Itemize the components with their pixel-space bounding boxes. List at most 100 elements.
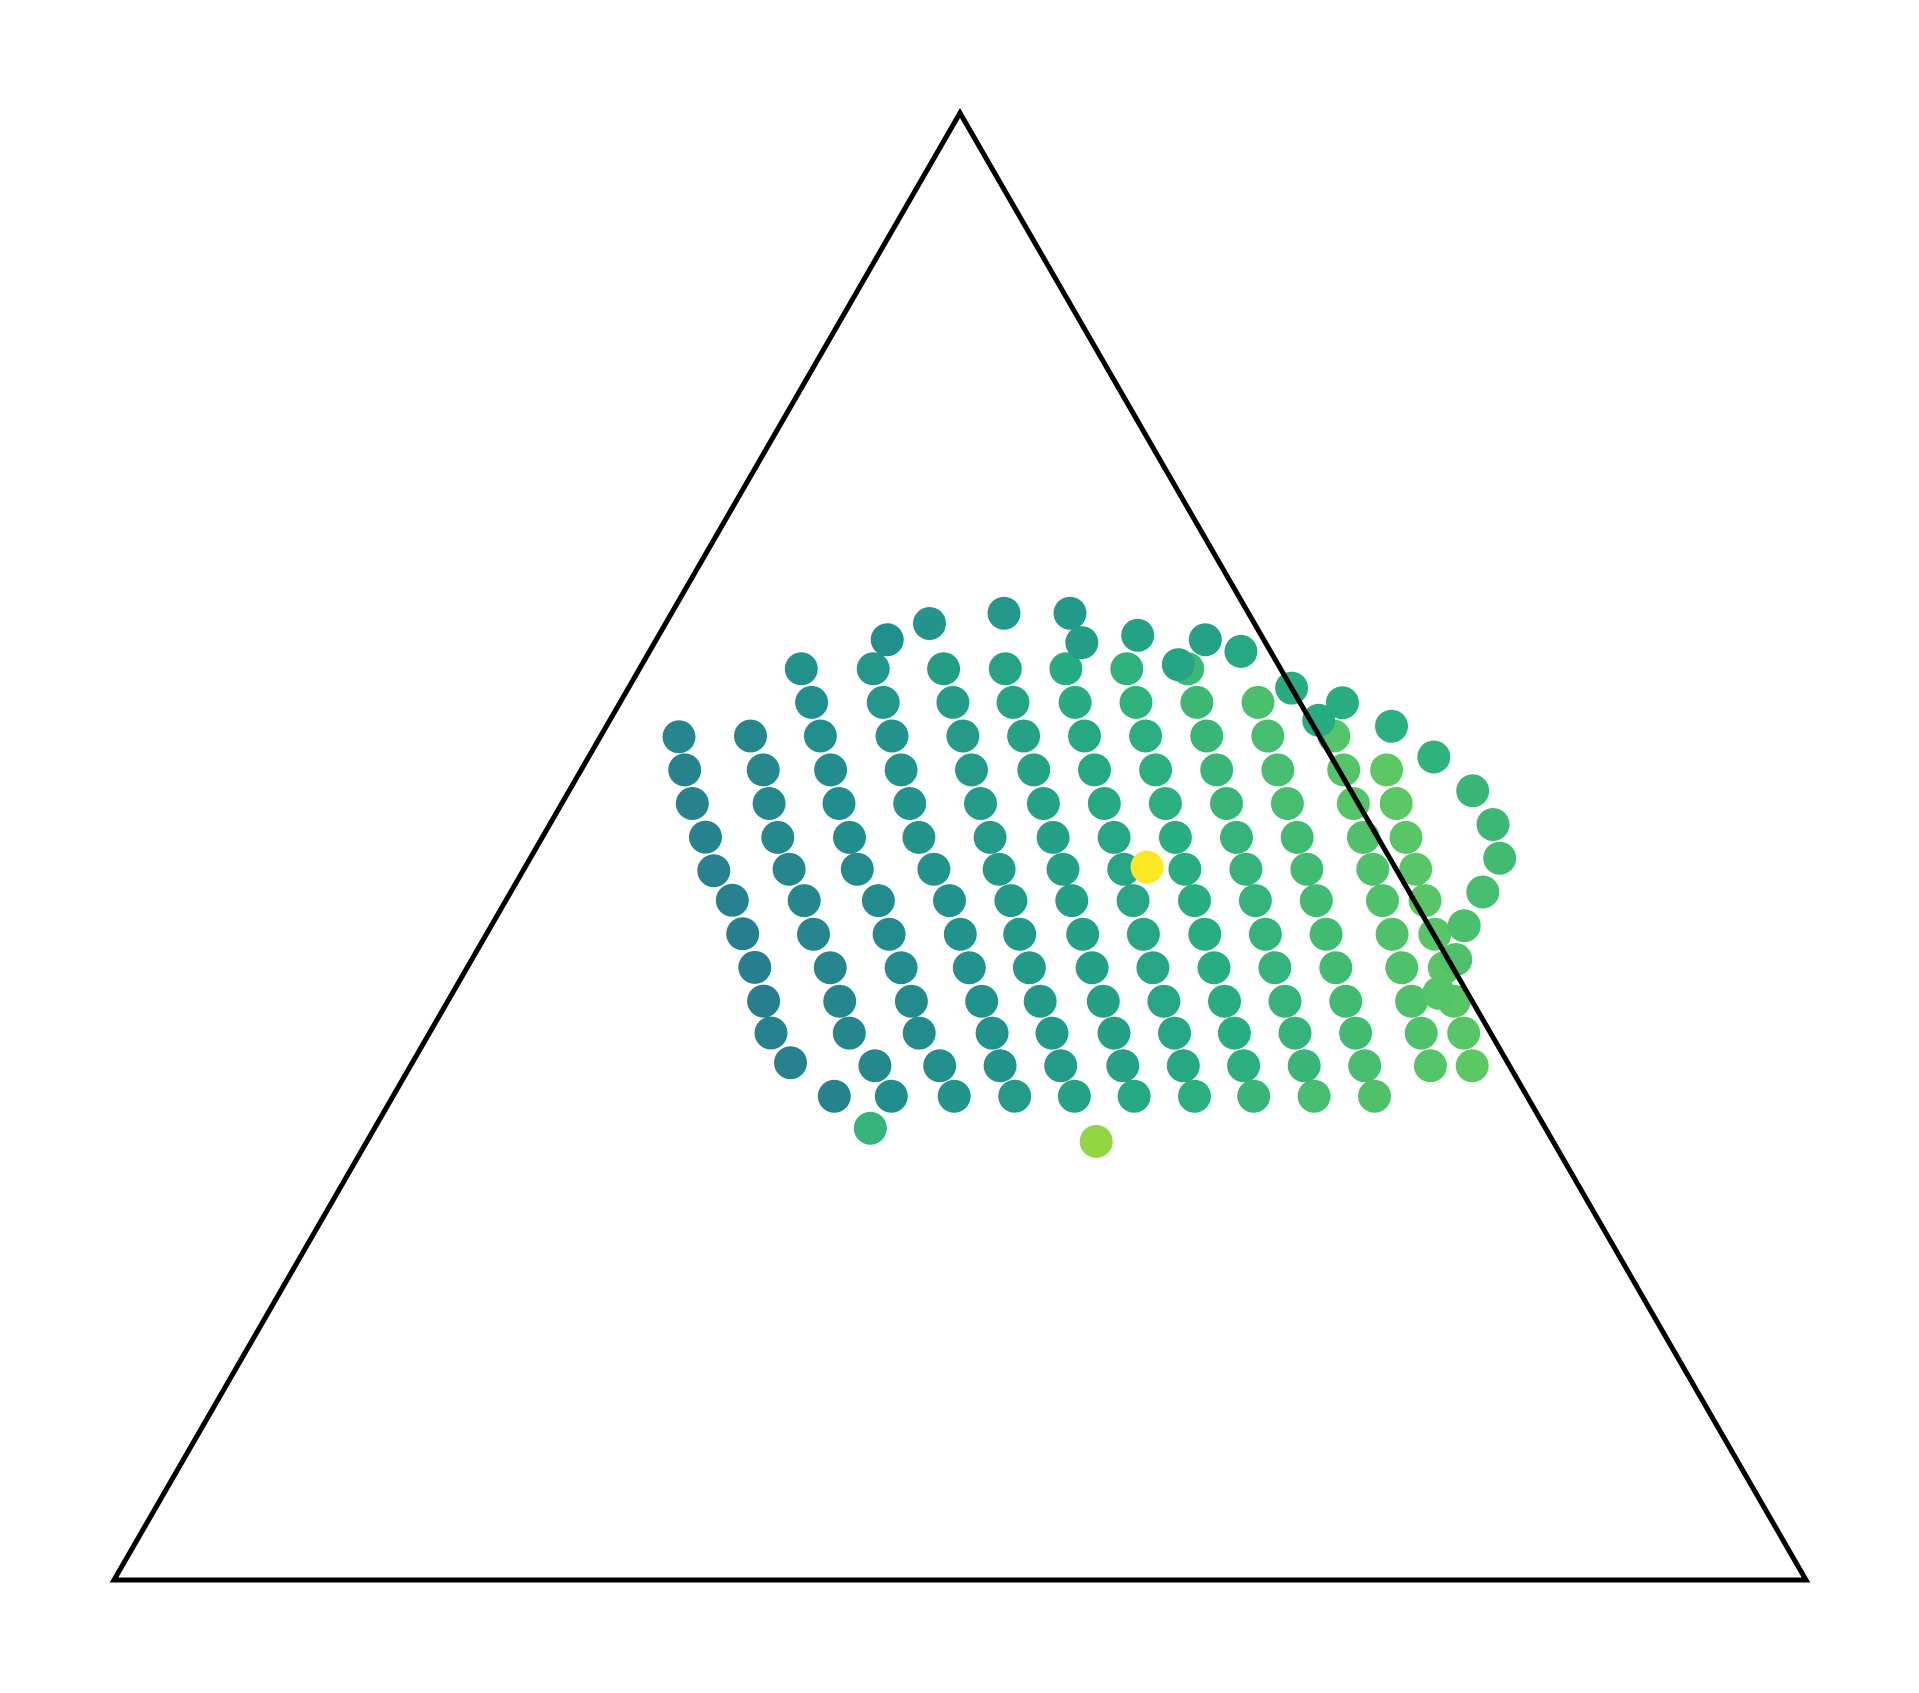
data-point [1270, 787, 1304, 820]
data-point [1166, 1049, 1200, 1083]
data-point [1447, 1016, 1481, 1050]
data-point [893, 787, 927, 820]
data-point [772, 852, 806, 886]
data-point [823, 984, 857, 1018]
data-point [689, 820, 722, 854]
data-point [832, 1016, 866, 1050]
data-point [983, 1049, 1017, 1083]
data-point [1399, 852, 1433, 886]
data-point [715, 883, 749, 917]
data-point [1229, 852, 1263, 886]
data-point [1161, 648, 1195, 682]
data-point [1079, 1124, 1113, 1158]
data-point [774, 1046, 807, 1080]
data-point [1188, 917, 1222, 951]
data-point [866, 685, 900, 719]
data-point [817, 1079, 851, 1113]
data-point [1422, 976, 1456, 1010]
data-point [1413, 1049, 1447, 1083]
data-point [1466, 875, 1500, 909]
data-point [875, 719, 909, 753]
data-point [814, 753, 848, 787]
data-point [1158, 820, 1192, 854]
data-point [1178, 884, 1211, 918]
data-point [874, 1079, 908, 1113]
data-point [923, 1049, 957, 1083]
data-point [1126, 917, 1160, 951]
data-point [1261, 753, 1295, 787]
data-point [1417, 740, 1451, 774]
data-point [955, 753, 988, 787]
data-point [933, 884, 966, 918]
data-point [964, 787, 997, 820]
data-point [1003, 917, 1037, 951]
data-point [975, 1016, 1009, 1050]
data-point [1455, 1049, 1489, 1083]
data-point [936, 685, 970, 719]
data-point [1329, 984, 1363, 1018]
data-point [1456, 774, 1490, 808]
data-point [1290, 852, 1324, 886]
data-point [761, 820, 795, 854]
data-point [795, 685, 829, 719]
data-point [1309, 917, 1343, 951]
data-point [746, 753, 780, 787]
data-point [738, 950, 772, 984]
data-point [946, 719, 980, 753]
data-point [884, 753, 918, 787]
data-point [1139, 753, 1173, 787]
data-point [994, 884, 1028, 918]
data-point [784, 652, 818, 686]
data-point [840, 852, 874, 886]
data-point [1258, 951, 1292, 985]
data-point [927, 652, 961, 686]
data-point [1439, 943, 1473, 976]
data-point [1035, 1016, 1069, 1050]
data-point [1287, 1049, 1321, 1083]
data-point [996, 685, 1030, 719]
data-point [1356, 852, 1390, 886]
data-point [858, 1049, 892, 1083]
data-point [856, 652, 890, 686]
data-point [1299, 884, 1333, 918]
data-point [937, 1079, 971, 1113]
data-point [1026, 787, 1060, 820]
data-point [1190, 719, 1224, 753]
data-point [1058, 685, 1092, 719]
data-point [1129, 719, 1163, 753]
data-point [697, 854, 731, 888]
data-point [752, 787, 786, 820]
data-point [965, 984, 999, 1018]
data-point [1366, 884, 1399, 918]
data-point [1297, 1079, 1331, 1113]
data-point [754, 1016, 788, 1050]
ternary-frame [109, 107, 1811, 1583]
data-point [902, 1016, 936, 1050]
data-point [1217, 1016, 1251, 1050]
data-point [813, 951, 847, 985]
data-point [1178, 1079, 1211, 1113]
data-point [1237, 1079, 1271, 1113]
data-point [861, 884, 895, 918]
data-point [662, 720, 696, 754]
data-point [1168, 852, 1202, 886]
data-point [1049, 652, 1083, 686]
data-point [1370, 753, 1404, 787]
data-point [1046, 852, 1080, 886]
data-point [902, 820, 936, 854]
data-point [1339, 1016, 1373, 1050]
data-point [1200, 753, 1234, 787]
data-point [1447, 909, 1481, 943]
data-point [917, 852, 951, 886]
data-point [1136, 951, 1170, 985]
data-point [913, 607, 946, 640]
data-point [1278, 1016, 1312, 1050]
data-point [1358, 1079, 1391, 1113]
data-point [726, 917, 760, 951]
data-point [1238, 884, 1272, 918]
data-point [853, 1111, 887, 1145]
data-point [1078, 753, 1111, 787]
data-point [1280, 820, 1314, 854]
data-point [1007, 719, 1041, 753]
